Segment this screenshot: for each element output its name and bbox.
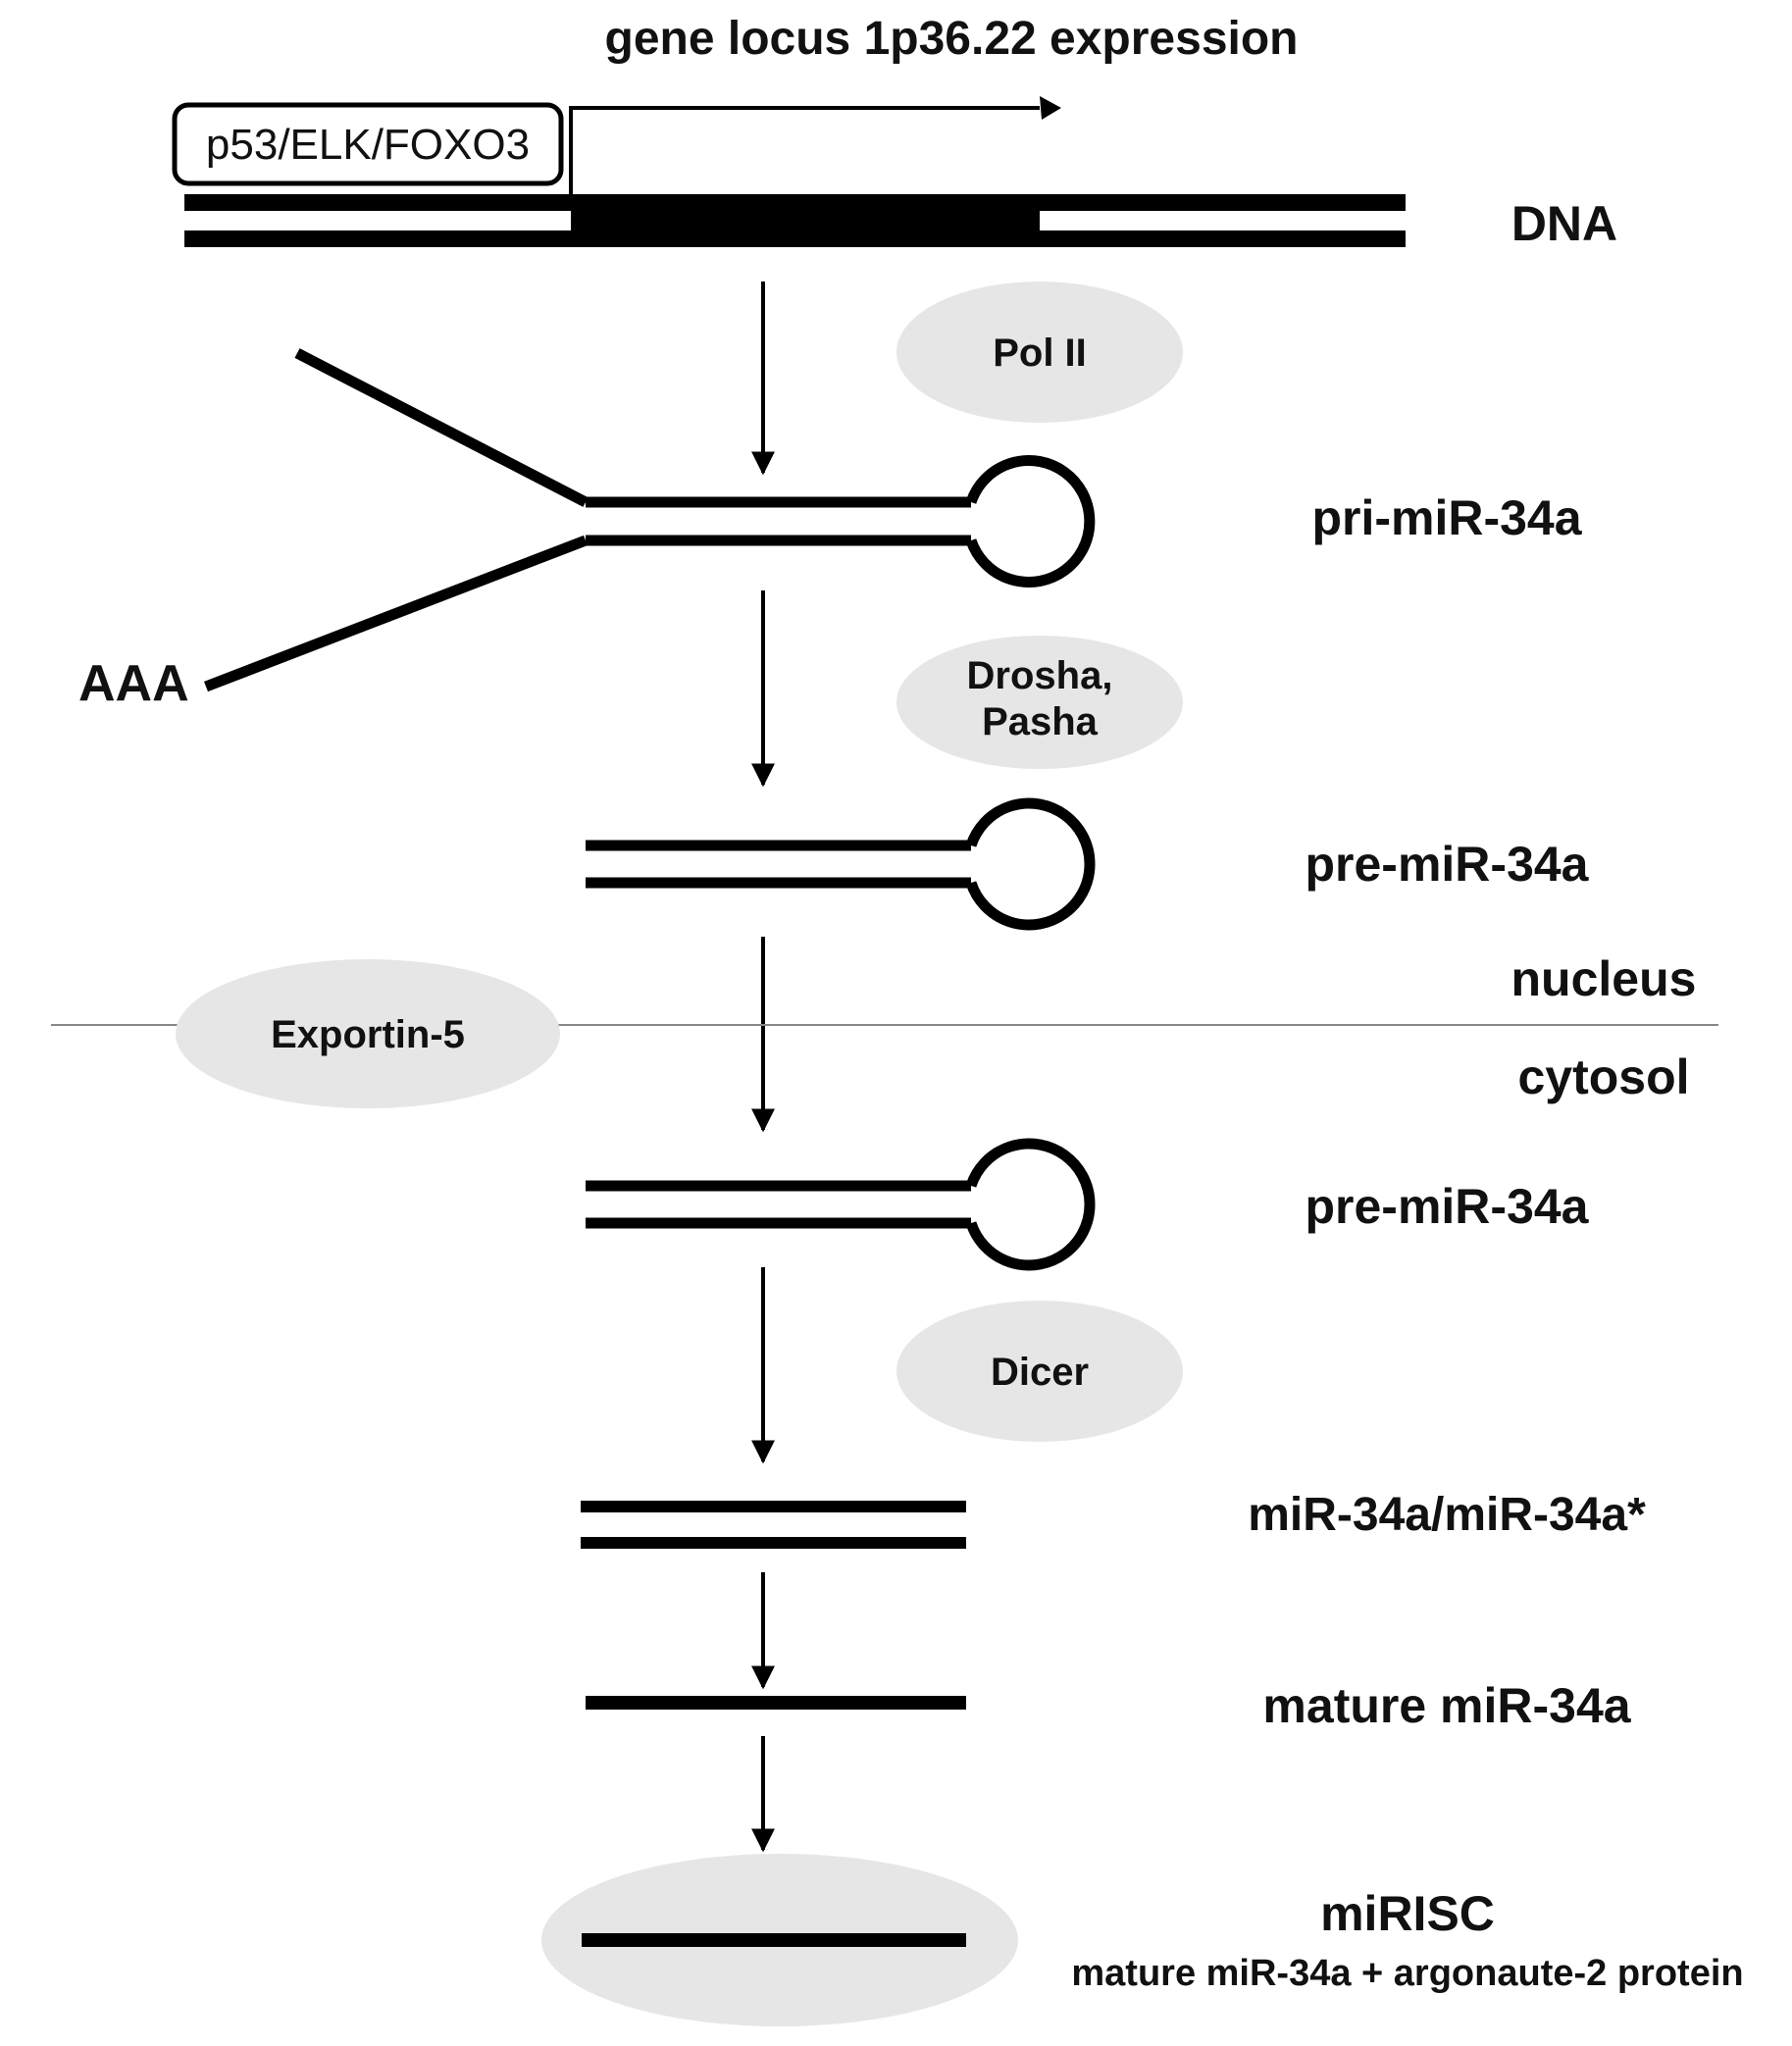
pri-mir-label: pri-miR-34a: [1311, 490, 1582, 545]
gene-block: [571, 194, 1040, 247]
exportin-5-enzyme: Exportin-5: [176, 959, 560, 1108]
pre-mir-label-nucleus: pre-miR-34a: [1306, 837, 1590, 892]
promoter-label: p53/ELK/FOXO3: [206, 121, 530, 169]
duplex-label: miR-34a/miR-34a*: [1248, 1489, 1646, 1541]
diagram-title: gene locus 1p36.22 expression: [605, 13, 1299, 65]
pol-ii-label: Pol II: [993, 332, 1087, 375]
pre-mir-hairpin-cytosol: [586, 1138, 1096, 1271]
dicer-enzyme: Dicer: [896, 1301, 1183, 1442]
promoter-box: p53/ELK/FOXO3: [172, 102, 564, 186]
mirisc-sublabel: mature miR-34a + argonaute-2 protein: [1071, 1953, 1743, 1994]
mirisc-complex: [541, 1854, 1018, 2026]
transcription-start-arrow: [569, 96, 1061, 196]
dna-strands: [184, 194, 1406, 247]
pasha-label: Pasha: [982, 700, 1099, 743]
pre-mir-hairpin-nucleus: [586, 797, 1096, 931]
pol-ii-enzyme: Pol II: [896, 281, 1183, 423]
aaa-tail-label: AAA: [78, 655, 189, 712]
drosha-pasha-enzyme: Drosha, Pasha: [896, 636, 1183, 769]
mature-mir-label: mature miR-34a: [1262, 1678, 1631, 1733]
dna-label: DNA: [1511, 196, 1617, 251]
mirisc-label: miRISC: [1320, 1886, 1495, 1941]
cytosol-label: cytosol: [1517, 1049, 1689, 1104]
exportin-5-label: Exportin-5: [271, 1013, 465, 1056]
drosha-label: Drosha,: [967, 654, 1113, 697]
pre-mir-label-cytosol: pre-miR-34a: [1306, 1179, 1590, 1234]
pri-mir-hairpin: [204, 348, 1096, 692]
mir-duplex: [581, 1501, 966, 1549]
dicer-label: Dicer: [991, 1351, 1089, 1394]
nucleus-label: nucleus: [1511, 951, 1697, 1006]
